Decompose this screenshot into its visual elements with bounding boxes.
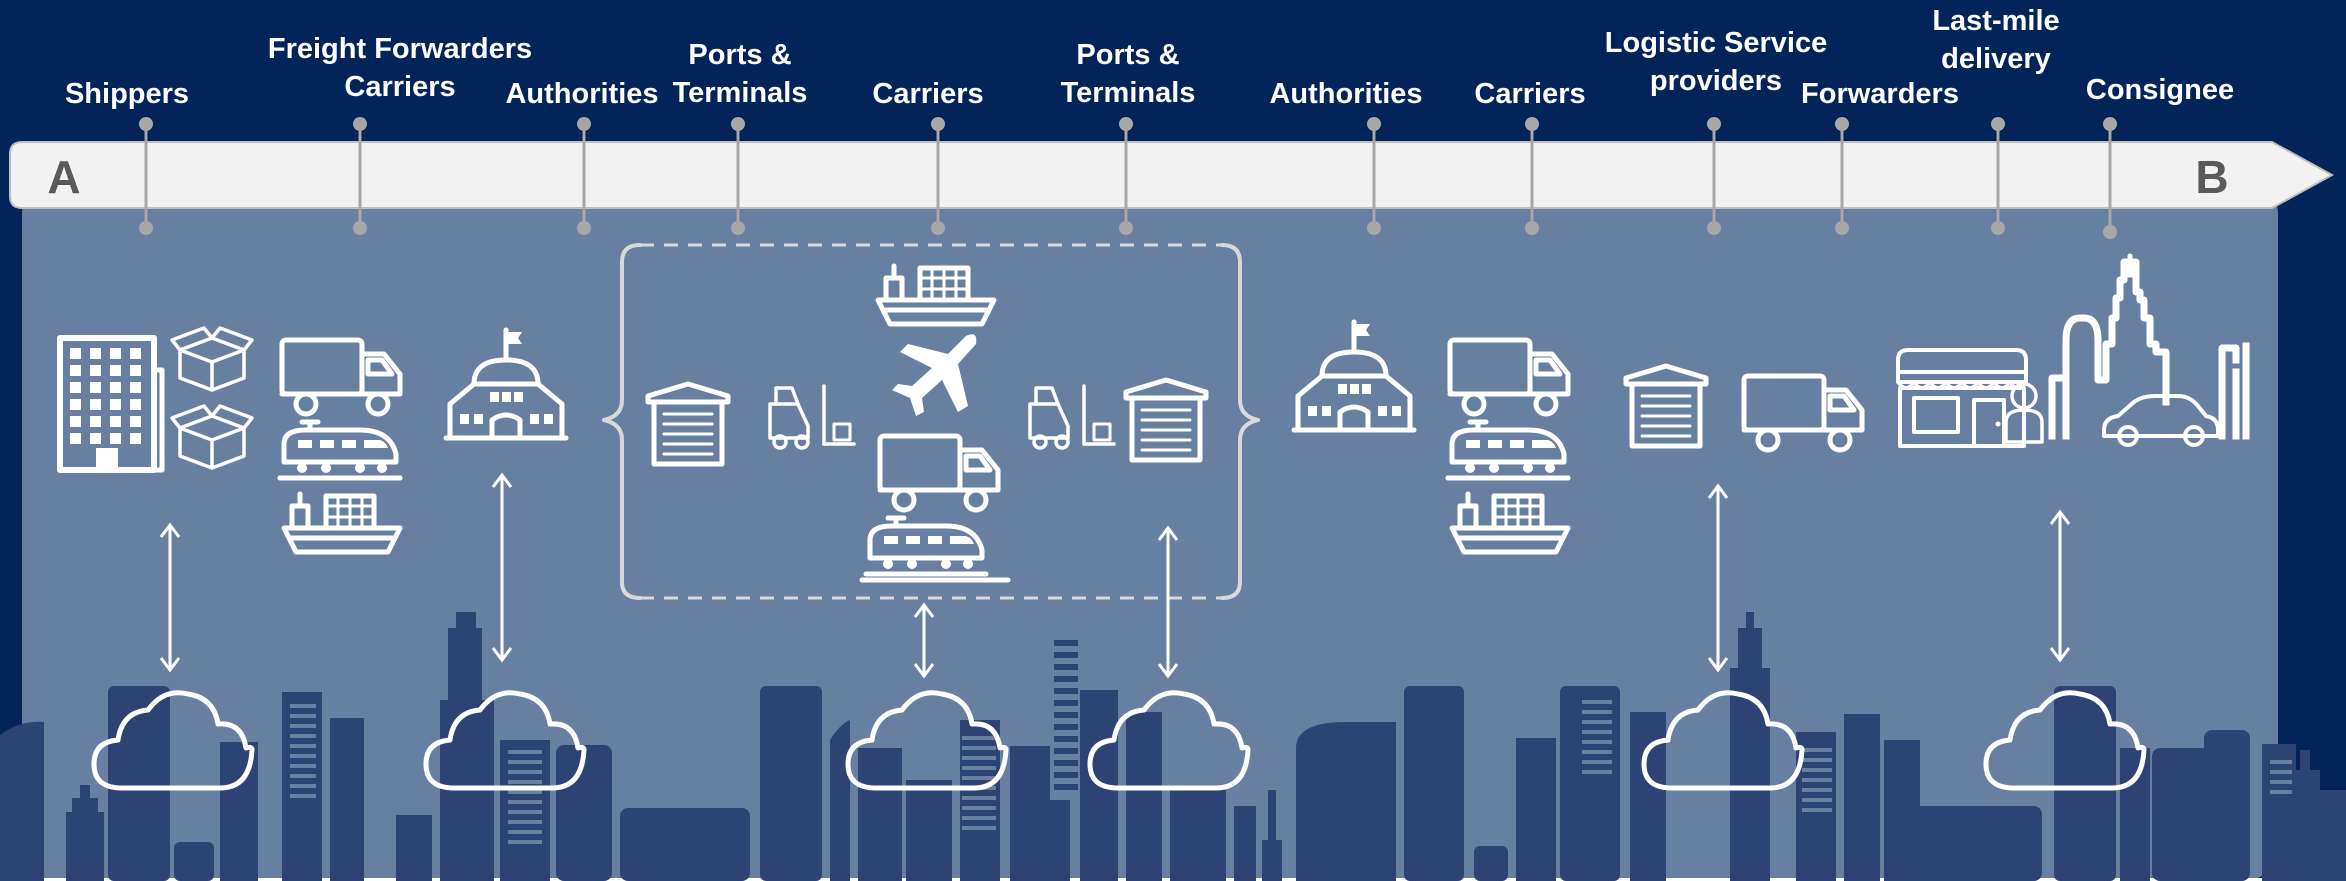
actor-label: Logistic Service providers [1605, 27, 1827, 97]
double-arrow [1707, 483, 1729, 673]
striped-tower [1054, 640, 1078, 790]
actor-pin [353, 117, 367, 235]
actor-pins [139, 117, 2117, 239]
route-arrow [9, 141, 2335, 209]
double-arrow [2049, 509, 2071, 663]
actor-pin [1525, 117, 1539, 235]
data-exchange-arrows [159, 472, 2071, 679]
actor-label: Forwarders [1801, 78, 1959, 110]
actor-label: Last-mile delivery [1932, 5, 2059, 75]
actor-label: Carriers [1474, 78, 1585, 110]
double-arrow [1157, 525, 1179, 679]
double-arrow [913, 602, 935, 679]
ports-terminals-bracket [602, 243, 1260, 600]
actor-label-line: Authorities [505, 78, 658, 110]
actor-label-line: Authorities [1269, 78, 1422, 110]
freight-carriers-icons [277, 340, 403, 552]
actor-label-line: Ports & [1076, 39, 1179, 71]
actor-label-line: Consignee [2086, 74, 2234, 106]
actor-label-line: Carriers [1474, 78, 1585, 110]
actor-pin [2103, 117, 2117, 239]
actor-label-line: Forwarders [1801, 78, 1959, 110]
actor-label: Authorities [1269, 78, 1422, 110]
actor-label: Ports & Terminals [1061, 39, 1196, 109]
actor-label: Authorities [505, 78, 658, 110]
actor-label-line: Carriers [344, 71, 455, 103]
actor-label-line: providers [1650, 65, 1782, 97]
actor-label-line: Ports & [688, 39, 791, 71]
lower-panel [22, 180, 2278, 881]
actor-pin [1119, 117, 1133, 235]
route-start-label: A [47, 151, 80, 203]
actor-label-line: Shippers [65, 78, 189, 110]
actor-pin [1835, 117, 1849, 235]
route-end-label: B [2195, 151, 2228, 203]
actor-pin [1367, 117, 1381, 235]
city-skyline-icon [2048, 253, 2250, 440]
actor-pin [1707, 117, 1721, 235]
actor-label-line: Logistic Service [1605, 27, 1827, 59]
actor-pin [1991, 117, 2005, 235]
actor-pin [577, 117, 591, 235]
city-skyline-silhouette [0, 612, 2346, 881]
actor-label-line: Terminals [1061, 77, 1196, 109]
skyline-windows [290, 700, 2292, 844]
actor-label-line: Terminals [673, 77, 808, 109]
actor-label: Shippers [65, 78, 189, 110]
actor-label-line: Last-mile [1932, 5, 2059, 37]
actor-label-line: delivery [1941, 43, 2051, 75]
actor-pin [931, 117, 945, 235]
actor-label: Carriers [872, 78, 983, 110]
double-arrow [159, 522, 181, 673]
carriers-icons [1445, 340, 1571, 552]
actor-label: Ports & Terminals [673, 39, 808, 109]
actor-label: Consignee [2086, 74, 2234, 106]
actor-pin [139, 117, 153, 235]
actor-label-line: Freight Forwarders [268, 33, 532, 65]
actor-pin [731, 117, 745, 235]
actor-label-line: Carriers [872, 78, 983, 110]
double-arrow [491, 472, 513, 663]
